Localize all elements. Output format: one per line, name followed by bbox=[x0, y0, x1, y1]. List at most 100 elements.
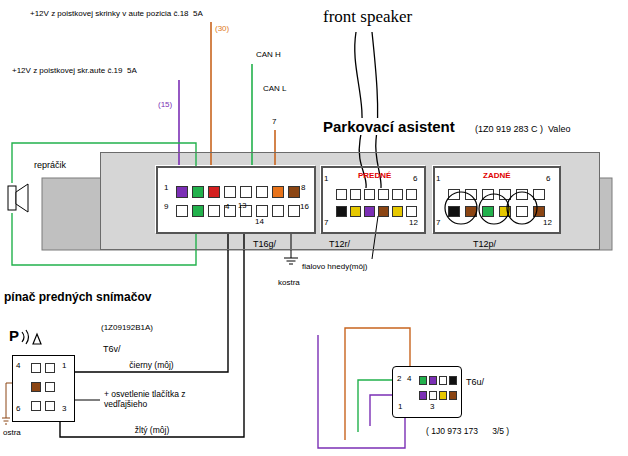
pin bbox=[31, 363, 41, 373]
label: 3 bbox=[430, 402, 434, 411]
label: 1 bbox=[436, 174, 440, 183]
label: P bbox=[9, 327, 19, 344]
label: 16 bbox=[300, 202, 309, 211]
pin bbox=[465, 189, 477, 200]
ground-symbol bbox=[284, 233, 298, 264]
label: 8 bbox=[301, 183, 305, 192]
label: ostra bbox=[3, 428, 21, 437]
pin bbox=[350, 206, 361, 217]
connector-body bbox=[392, 366, 462, 418]
connector-body bbox=[155, 165, 315, 233]
wire bbox=[60, 234, 244, 437]
pin bbox=[392, 206, 403, 217]
wire-label: žltý (môj) bbox=[133, 426, 171, 436]
label: 1 bbox=[324, 174, 328, 183]
pin bbox=[439, 376, 447, 385]
pin bbox=[449, 376, 457, 385]
label: (30) bbox=[215, 24, 229, 33]
switch-body bbox=[12, 355, 75, 422]
node-text: T12r/ bbox=[329, 239, 350, 249]
speaker-outline bbox=[4, 183, 30, 213]
label: fialovo hnedy(môj) bbox=[302, 262, 367, 271]
hand-drawn-loop bbox=[445, 192, 477, 224]
pin bbox=[448, 189, 460, 200]
pin bbox=[240, 186, 252, 198]
label: 4 bbox=[16, 361, 20, 370]
pin bbox=[31, 382, 41, 392]
pin bbox=[31, 401, 41, 411]
pin bbox=[336, 206, 347, 217]
wire bbox=[12, 213, 196, 265]
hand-drawn-loop bbox=[507, 192, 537, 224]
connector-body bbox=[320, 165, 425, 233]
pin bbox=[192, 205, 204, 217]
leader-line bbox=[372, 216, 378, 259]
pin bbox=[256, 186, 268, 198]
wire bbox=[12, 143, 196, 183]
pin bbox=[449, 391, 457, 400]
pin bbox=[208, 205, 220, 217]
pin bbox=[272, 186, 284, 198]
wire-can-l bbox=[274, 130, 276, 165]
pin bbox=[448, 206, 460, 217]
label: CAN L bbox=[263, 84, 287, 93]
pin bbox=[429, 376, 437, 385]
node-text: ( 1J0 973 173 3/5 ) bbox=[426, 427, 509, 437]
label: 7 bbox=[436, 218, 440, 227]
label: CAN H bbox=[256, 50, 281, 59]
label: +12V z poistkovej skrinky v aute pozicia… bbox=[30, 9, 203, 18]
label: 4 bbox=[407, 374, 411, 383]
pin bbox=[419, 391, 427, 400]
label: front speaker bbox=[323, 7, 412, 27]
label: 12 bbox=[543, 218, 552, 227]
pin bbox=[516, 189, 528, 200]
pin bbox=[45, 382, 55, 392]
connector: T6u/( 1J0 973 173 3/5 ) bbox=[392, 366, 462, 418]
speaker-magnet bbox=[8, 186, 16, 210]
hand-drawn-loop bbox=[479, 194, 509, 224]
label: 13 bbox=[238, 202, 246, 211]
pin bbox=[482, 206, 494, 217]
front-speaker-wire bbox=[372, 32, 381, 188]
pin bbox=[288, 186, 300, 198]
label: + osvetlenie tlačítka z vedľajšieho bbox=[104, 390, 222, 410]
pin bbox=[533, 189, 545, 200]
pin bbox=[45, 363, 55, 373]
pin bbox=[336, 189, 347, 200]
node-text: T12p/ bbox=[473, 239, 496, 249]
warning-triangle bbox=[33, 334, 41, 344]
front-speaker-wire bbox=[355, 32, 366, 188]
node-title: ZADNÉ bbox=[483, 171, 511, 180]
label: 7 bbox=[324, 218, 328, 227]
pin bbox=[176, 205, 188, 217]
label: 14 bbox=[255, 217, 264, 226]
label: 6 bbox=[16, 404, 20, 413]
wire bbox=[370, 395, 392, 426]
label: 12 bbox=[409, 218, 418, 227]
wire-can-h bbox=[251, 64, 253, 165]
ground-wire bbox=[2, 383, 12, 424]
lighting-wire bbox=[75, 400, 100, 401]
pin bbox=[192, 186, 204, 198]
pin bbox=[364, 189, 375, 200]
pin bbox=[45, 401, 55, 411]
node-title: pínač predných snímačov bbox=[4, 291, 151, 305]
pin bbox=[439, 391, 447, 400]
pin bbox=[392, 189, 403, 200]
pin bbox=[406, 206, 417, 217]
pin bbox=[272, 205, 284, 217]
label: 1 bbox=[164, 183, 168, 192]
label: 4 bbox=[225, 202, 229, 211]
pin bbox=[176, 186, 188, 198]
node-title: T6u/ bbox=[466, 377, 484, 387]
pin bbox=[224, 186, 236, 198]
housing: Parkovací asistent(1Z0 919 283 C ) Valeo… bbox=[100, 152, 600, 250]
pin bbox=[256, 205, 268, 217]
label: 9 bbox=[164, 202, 168, 211]
label: 6 bbox=[546, 174, 550, 183]
label: 1 bbox=[62, 361, 66, 370]
pin bbox=[288, 205, 300, 217]
speaker-symbol: repráčik bbox=[4, 183, 30, 213]
node-title: Parkovací asistent bbox=[321, 118, 457, 135]
wire-30 bbox=[210, 22, 212, 165]
